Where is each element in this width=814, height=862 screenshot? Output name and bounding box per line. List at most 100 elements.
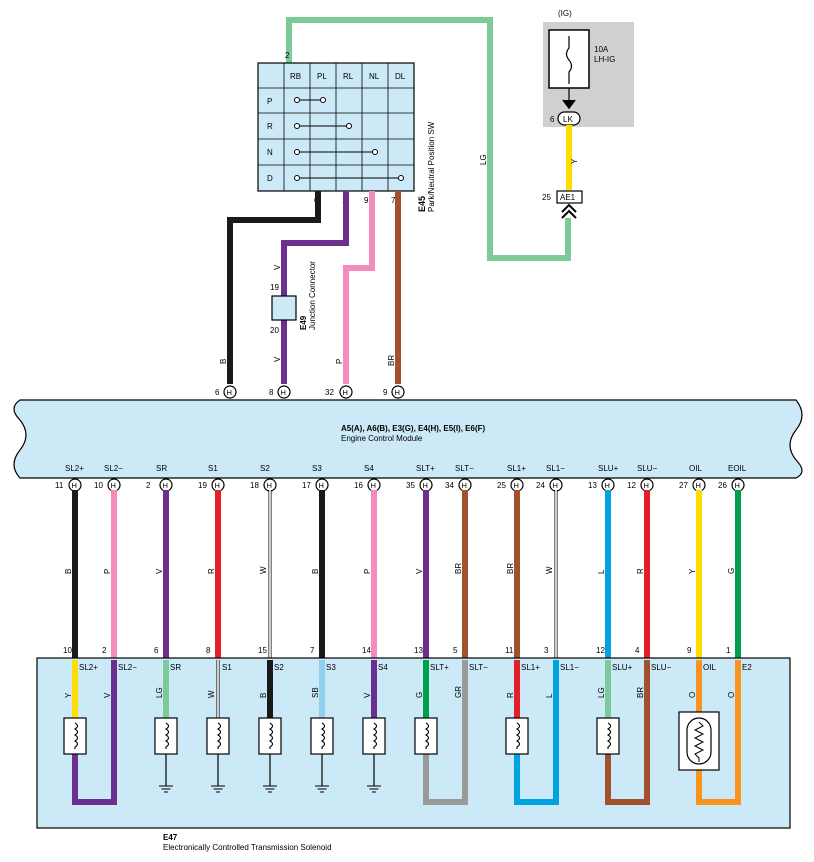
coil-icon-5 — [310, 717, 334, 755]
solenoid-wire-label-9: R — [506, 692, 515, 698]
svg-text:32: 32 — [325, 388, 334, 397]
harness-wire-label-11: L — [597, 569, 606, 574]
ground-icon-2 — [159, 785, 173, 793]
ecm-bottom-pin-conn-5: H — [319, 481, 324, 490]
ae1-pin-number: 25 — [542, 193, 551, 202]
solenoid-wire-loop-9 — [514, 660, 559, 805]
ecm-bottom-pin-number-10: 24 — [536, 481, 545, 490]
ecm-bottom-pin-label-11: SLU+ — [598, 464, 619, 473]
junction-code: E49 — [299, 315, 308, 330]
solenoid-pin-number-7: 13 — [414, 646, 423, 655]
ground-icon-6 — [367, 785, 381, 793]
coil-icon-3 — [206, 717, 230, 755]
ecm-bottom-pin-label-13: OIL — [689, 464, 702, 473]
ecm-bottom-pins: H11SL2+H10SL2−H2SRH19S1H18S2H17S3H16S4H3… — [55, 464, 747, 492]
ecm-bottom-pin-number-7: 35 — [406, 481, 415, 490]
solenoid-pin-label-7: SLT+ — [430, 663, 449, 672]
coil-icon-9 — [505, 717, 529, 755]
ecm-bottom-pin-conn-8: H — [462, 481, 467, 490]
coil-icon-7 — [414, 717, 438, 755]
solenoid-pin-label-11: SLU+ — [612, 663, 633, 672]
ecm-bottom-pin-label-3: S1 — [208, 464, 218, 473]
solenoid-pin-number-8: 5 — [453, 646, 458, 655]
pnp-col-rl: RL — [343, 72, 354, 81]
solenoid-pin-number-9: 11 — [505, 646, 514, 655]
solenoid-wire-loop-11 — [605, 660, 650, 805]
harness-wire-label-5: B — [311, 569, 320, 574]
lk-connector-label: LK — [563, 115, 573, 124]
ecm-bottom-pin-conn-12: H — [644, 481, 649, 490]
ecm-bottom-pin-number-9: 25 — [497, 481, 506, 490]
ae1-connector-label: AE1 — [560, 193, 576, 202]
junction-pin-bottom: 20 — [270, 326, 279, 335]
thermistor-icon — [678, 711, 720, 771]
ig-fuse-block: (IG) 10A LH-IG LK 6 — [543, 9, 634, 127]
solenoid-wire-loop-7 — [423, 660, 468, 805]
harness-wire-label-2: V — [155, 568, 164, 574]
solenoid-pin-number-6: 14 — [362, 646, 371, 655]
ecm-bottom-pin-number-8: 34 — [445, 481, 454, 490]
harness-wire-label-6: P — [363, 569, 372, 574]
harness-wire-label-10: W — [545, 566, 554, 574]
ecm-bottom-pin-number-14: 26 — [718, 481, 727, 490]
ecm-bottom-pin-conn-4: H — [267, 481, 272, 490]
solenoid-pin-label-0: SL2+ — [79, 663, 98, 672]
ecm-bottom-pin-number-1: 10 — [94, 481, 103, 490]
solenoid-pin-number-5: 7 — [310, 646, 315, 655]
ecm-bottom-pin-conn-2: H — [163, 481, 168, 490]
solenoid-pin-label-6: S4 — [378, 663, 388, 672]
solenoid-pin-number-12: 4 — [635, 646, 640, 655]
pnp-row-p: P — [267, 97, 272, 106]
svg-text:8: 8 — [269, 388, 274, 397]
solenoid-pin-label-4: S2 — [274, 663, 284, 672]
ecm-bottom-pin-conn-1: H — [111, 481, 116, 490]
pnp-pin-7: 7 — [391, 196, 396, 205]
solenoid-wire-label-11: LG — [597, 687, 606, 698]
junction-box — [271, 295, 297, 321]
harness-wire-label-13: Y — [688, 568, 697, 574]
ae1-connector — [556, 190, 583, 204]
pnp-top-pin: 2 — [285, 51, 290, 60]
harness-wire-label-8: BR — [454, 563, 463, 574]
ecm-bottom-pin-number-11: 13 — [588, 481, 597, 490]
junction-connector: 19 20 E49 Junction Connector — [270, 261, 317, 335]
chevron-down-icon — [562, 99, 576, 110]
solenoid-wire-loop-0 — [72, 660, 117, 805]
solenoid-box — [36, 657, 791, 829]
chevron-up-icon — [561, 203, 577, 219]
ecm-bottom-pin-number-4: 18 — [250, 481, 259, 490]
wire-label-br-d: BR — [387, 355, 396, 366]
ecm-bottom-pin-label-10: SL1− — [546, 464, 565, 473]
solenoid-code: E47 — [163, 833, 178, 842]
solenoid-pin-number-2: 6 — [154, 646, 159, 655]
coil-icon-2 — [154, 717, 178, 755]
solenoid-pin-number-0: 10 — [63, 646, 72, 655]
wire-label-p-n: P — [335, 359, 344, 364]
ecm-bottom-pin-number-2: 2 — [146, 481, 151, 490]
solenoid-wire-label-2: LG — [155, 687, 164, 698]
solenoid-name: Electronically Controlled Transmission S… — [163, 843, 332, 852]
ecm-bottom-pin-conn-0: H — [72, 481, 77, 490]
solenoid-wire-label-7: G — [415, 692, 424, 698]
svg-text:H: H — [281, 388, 286, 397]
wire-lg-pnp-ae1 — [286, 17, 571, 261]
pnp-code: E45 — [417, 196, 427, 212]
pnp-contacts — [294, 97, 404, 181]
ecm-bottom-pin-number-13: 27 — [679, 481, 688, 490]
ecm-codes: A5(A), A6(B), E3(G), E4(H), E5(I), E6(F) — [341, 424, 485, 433]
coil-icon-6 — [362, 717, 386, 755]
ecm-bottom-pin-conn-9: H — [514, 481, 519, 490]
harness-wire-label-0: B — [64, 569, 73, 574]
solenoid-wire-label-1: V — [103, 692, 112, 698]
solenoid-pin-label-8: SLT− — [469, 663, 488, 672]
solenoid-wire-oil-loop — [696, 660, 741, 805]
harness-wire-label-12: R — [636, 568, 645, 574]
wire-label-y-ig: Y — [570, 158, 579, 164]
